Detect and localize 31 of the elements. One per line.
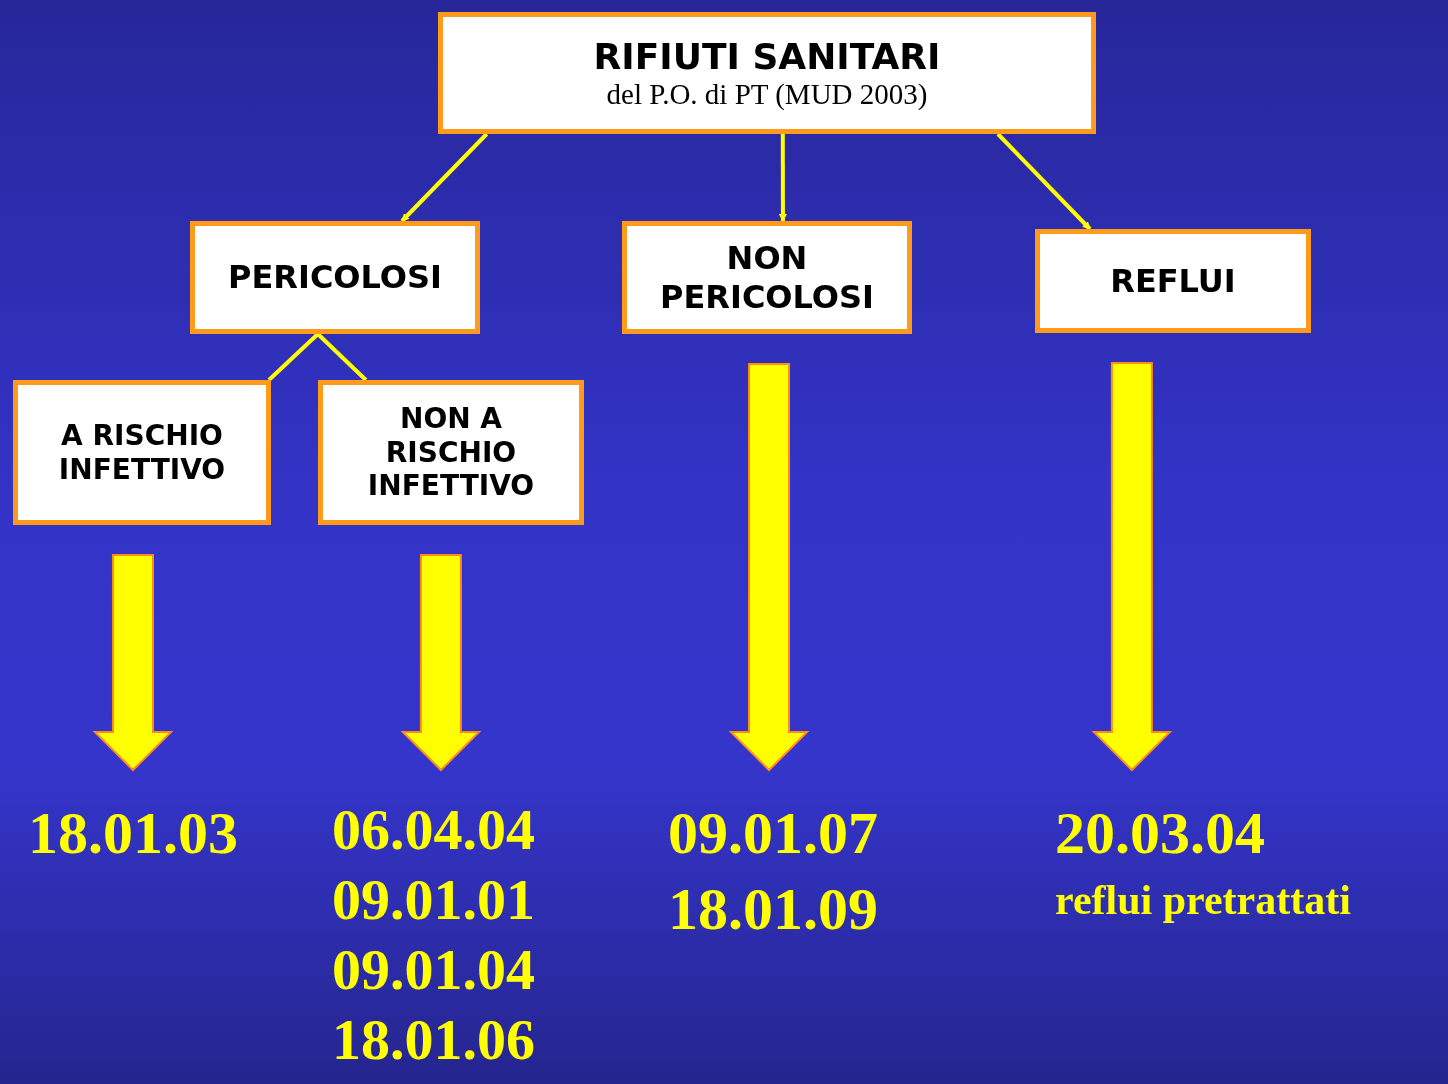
arrow — [400, 132, 489, 223]
code-label: 18.01.09 — [668, 875, 878, 944]
code-label: 09.01.04 — [332, 936, 535, 1004]
code-label: 06.04.04 — [332, 796, 535, 864]
connector-line — [316, 332, 368, 382]
code-label: 20.03.04 — [1055, 799, 1265, 868]
code-label: 18.01.06 — [332, 1006, 535, 1074]
node-label: PERICOLOSI — [227, 258, 443, 297]
node-label: NON PERICOLOSI — [659, 239, 875, 316]
category-box — [622, 221, 912, 334]
code-label: 09.01.01 — [332, 866, 535, 934]
node-label: NON A RISCHIO INFETTIVO — [366, 402, 536, 503]
connector-line — [267, 332, 320, 382]
node-label: RIFIUTI SANITARI — [592, 34, 942, 79]
category-box — [13, 380, 271, 525]
block-arrow — [400, 554, 482, 772]
node-label: A RISCHIO INFETTIVO — [57, 418, 227, 487]
note-text: reflui pretrattati — [1055, 876, 1351, 925]
category-box — [318, 380, 584, 525]
code-label: 09.01.07 — [668, 799, 878, 868]
code-label: 18.01.03 — [28, 799, 238, 868]
node-label: REFLUI — [1109, 261, 1237, 301]
category-box — [1035, 229, 1311, 333]
subtitle: del P.O. di PT (MUD 2003) — [606, 78, 928, 112]
arrow — [778, 134, 787, 222]
arrow — [996, 132, 1092, 231]
block-arrow — [92, 554, 174, 772]
category-box — [190, 221, 480, 334]
block-arrow — [728, 363, 810, 772]
block-arrow — [1091, 362, 1173, 772]
category-box — [438, 12, 1096, 134]
